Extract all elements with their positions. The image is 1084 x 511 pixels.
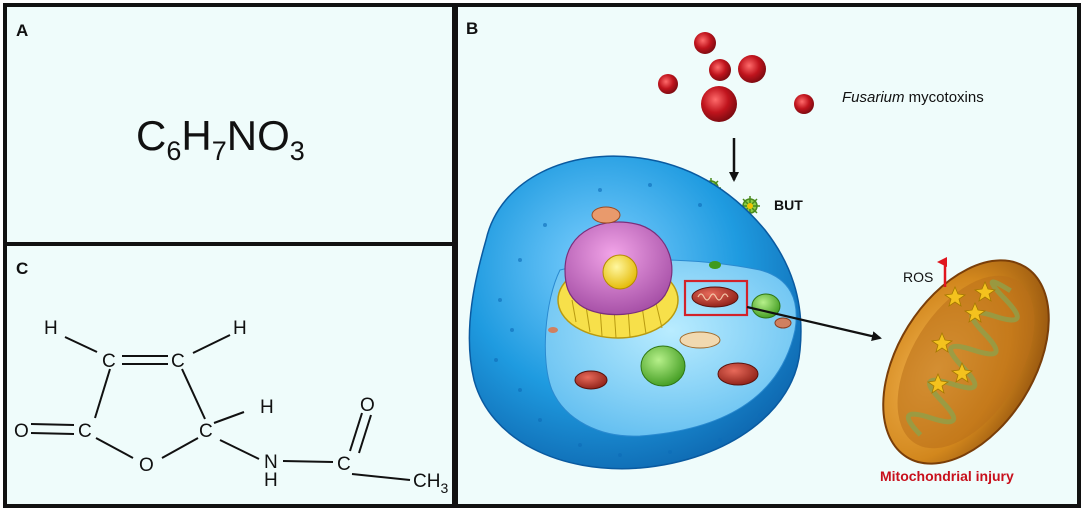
mycotoxin-particle [794,94,814,114]
lysosome [640,345,686,387]
but-label: BUT [774,197,803,213]
atom-c: C [171,351,185,372]
panel-a-label: A [16,21,28,40]
atom-c: C [337,454,351,475]
ros-star [963,301,987,323]
mycotoxin-particle [694,32,716,54]
small-mitochondrion [574,370,608,390]
mycotoxin-particle [709,59,731,81]
organelle [548,327,558,333]
atom-c: C [102,351,116,372]
atom-h: H [260,397,274,418]
chemical-bonds [30,334,411,481]
atom-c: C [199,421,213,442]
panel-c: C H H [3,242,456,508]
panel-b-label: B [466,19,478,38]
mycotoxin-particle [701,86,737,122]
arrow-to-mitochondrion [746,305,882,342]
panel-a: A C6H7NO3 [3,3,456,246]
atom-h: H [264,470,278,491]
cell-illustration [468,155,802,470]
atom-h: H [44,318,58,339]
panel-b: B Fusarium mycotoxins [454,3,1081,508]
organelle [774,317,792,329]
target-mitochondrion [691,286,739,308]
mitochondrion-cristae [697,293,729,301]
panel-c-frame [3,242,456,508]
mycotoxin-particle [658,74,678,94]
butenolide-structure: H H C C H O C C O O N H C CH3 [14,318,448,496]
atom-o: O [139,455,154,476]
ros-label: ROS [903,269,933,285]
mitochondrial-injury-label: Mitochondrial injury [880,468,1014,484]
enlarged-mitochondrion [882,259,1050,465]
atom-h: H [233,318,247,339]
cristae [906,279,1020,437]
nucleolus [602,254,638,290]
mycotoxin-particle [738,55,766,83]
membrane-dots [494,183,762,457]
ros-star [950,361,974,383]
atom-n: N [264,452,278,473]
organelle [591,206,621,224]
atom-o: O [14,421,29,442]
atom-c: C [78,421,92,442]
panel-a-frame [3,3,456,246]
small-mitochondrion [717,362,759,386]
organelle [709,261,721,269]
ros-star [926,372,950,394]
ros-star [943,285,967,307]
fusarium-mycotoxins-label: Fusarium mycotoxins [842,89,984,106]
ros-star [930,331,954,353]
atom-o: O [360,395,375,416]
highlight-box [683,279,749,317]
panel-c-label: C [16,259,28,278]
ros-star [973,280,997,302]
mycotoxin-particles [658,32,814,122]
molecular-formula: C6H7NO3 [136,112,305,166]
ros-particles [926,280,997,394]
golgi-apparatus [679,331,721,349]
methyl-group: CH3 [413,471,448,496]
